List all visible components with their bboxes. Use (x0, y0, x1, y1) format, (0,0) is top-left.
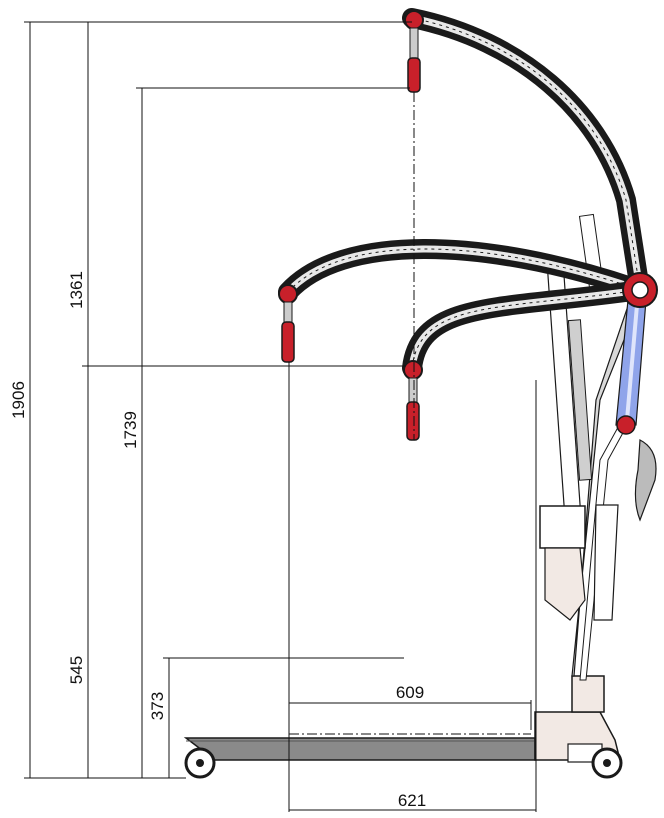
hook-high (404, 10, 424, 93)
label-hook-high: 1739 (121, 411, 140, 449)
hook-mid (278, 284, 298, 363)
label-overall-height: 1906 (9, 381, 28, 419)
base-frame (183, 711, 621, 763)
label-inner-width: 609 (396, 683, 424, 702)
label-lowest-arm: 545 (67, 656, 86, 684)
front-wheel (184, 747, 216, 779)
push-handle (634, 439, 657, 522)
boom-pivot-joint (622, 272, 658, 308)
boom-mid (278, 239, 650, 302)
boom-low (402, 280, 650, 378)
hook-low (403, 360, 423, 441)
actuator (539, 213, 619, 621)
rear-wheel (591, 747, 623, 779)
label-upper-span: 1361 (67, 271, 86, 309)
label-outer-width: 621 (398, 791, 426, 810)
boom-high (402, 8, 650, 300)
boom-cylinder (615, 299, 647, 426)
label-lowest-hook: 373 (148, 692, 167, 720)
cylinder-joint (616, 415, 636, 435)
